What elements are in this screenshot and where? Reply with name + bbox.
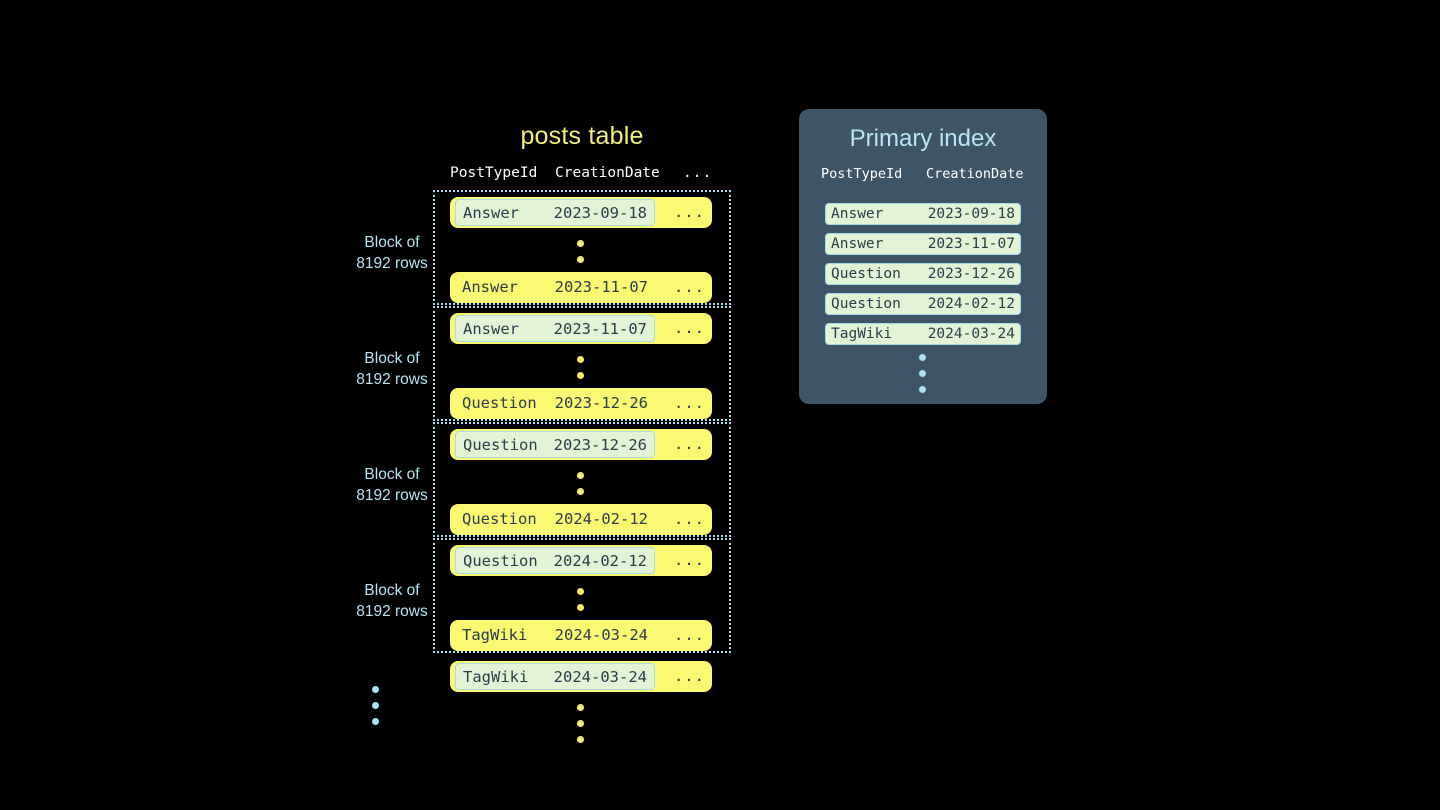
table-block-2 <box>433 306 731 421</box>
cell-creationdate: 2023-11-07 <box>553 320 647 338</box>
table-block-4 <box>433 538 731 653</box>
block-label-2: Block of 8192 rows <box>356 350 428 388</box>
cell-posttypeid: TagWiki <box>463 668 529 686</box>
index-column-header-creationdate: CreationDate <box>926 166 1024 182</box>
index-cell-posttypeid: Answer <box>831 236 884 252</box>
column-header-creationdate: CreationDate <box>555 165 660 181</box>
primary-index-column-headers: PostTypeId CreationDate <box>821 166 1031 186</box>
index-column-header-posttypeid: PostTypeId <box>821 166 903 182</box>
block-label-1: Block of 8192 rows <box>356 234 428 272</box>
cell-posttypeid: Answer <box>462 278 518 296</box>
index-row: TagWiki 2024-03-24 <box>825 323 1021 345</box>
cell-ellipsis: ... <box>674 626 705 644</box>
index-cell-creationdate: 2023-09-18 <box>927 206 1015 222</box>
index-row: Question 2024-02-12 <box>825 293 1021 315</box>
cell-posttypeid: Answer <box>463 320 519 338</box>
table-row-trailing: TagWiki 2024-03-24 ... <box>450 661 712 692</box>
row-highlight-box: Question 2024-02-12 <box>455 547 655 574</box>
table-block-3 <box>433 422 731 537</box>
index-cell-creationdate: 2024-02-12 <box>927 296 1015 312</box>
cell-posttypeid: Question <box>463 436 538 454</box>
row-cells: Question 2023-12-26 <box>455 390 655 417</box>
primary-index-panel: Primary index PostTypeId CreationDate An… <box>799 109 1047 404</box>
cell-posttypeid: Question <box>462 394 537 412</box>
row-cells: Answer 2023-11-07 <box>455 274 655 301</box>
index-cell-creationdate: 2023-12-26 <box>927 266 1015 282</box>
index-cell-posttypeid: TagWiki <box>831 326 893 342</box>
cell-posttypeid: Question <box>463 552 538 570</box>
cell-creationdate: 2024-02-12 <box>553 552 647 570</box>
index-cell-posttypeid: Question <box>831 266 901 282</box>
index-cell-creationdate: 2023-11-07 <box>927 236 1015 252</box>
column-header-ellipsis: ... <box>683 165 713 181</box>
row-highlight-box: Question 2023-12-26 <box>455 431 655 458</box>
cell-ellipsis: ... <box>674 667 705 685</box>
table-row: Question 2023-12-26 ... <box>450 388 712 419</box>
table-row: TagWiki 2024-03-24 ... <box>450 620 712 651</box>
row-highlight-box: Answer 2023-09-18 <box>455 199 655 226</box>
column-header-posttypeid: PostTypeId <box>450 165 538 181</box>
block-label-3: Block of 8192 rows <box>356 466 428 504</box>
table-row: Question 2023-12-26 ... <box>450 429 712 460</box>
posts-table-column-headers: PostTypeId CreationDate ... <box>450 165 732 185</box>
cell-creationdate: 2023-09-18 <box>553 204 647 222</box>
cell-ellipsis: ... <box>674 551 705 569</box>
row-highlight-box: TagWiki 2024-03-24 <box>455 663 655 690</box>
cell-posttypeid: TagWiki <box>462 626 528 644</box>
cell-ellipsis: ... <box>674 278 705 296</box>
table-row: Answer 2023-11-07 ... <box>450 272 712 303</box>
index-row: Answer 2023-11-07 <box>825 233 1021 255</box>
row-highlight-box: Answer 2023-11-07 <box>455 315 655 342</box>
block-label-4: Block of 8192 rows <box>356 582 428 620</box>
table-row: Question 2024-02-12 ... <box>450 545 712 576</box>
blocks-continuation-dots <box>372 686 380 734</box>
row-cells: TagWiki 2024-03-24 <box>455 622 655 649</box>
table-row: Answer 2023-11-07 ... <box>450 313 712 344</box>
index-continuation-dots <box>919 354 927 402</box>
table-row: Answer 2023-09-18 ... <box>450 197 712 228</box>
index-cell-posttypeid: Question <box>831 296 901 312</box>
cell-creationdate: 2024-03-24 <box>554 626 648 644</box>
posts-table-title: posts table <box>520 122 644 150</box>
cell-creationdate: 2023-12-26 <box>553 436 647 454</box>
table-block-1 <box>433 190 731 305</box>
cell-ellipsis: ... <box>674 203 705 221</box>
index-row: Answer 2023-09-18 <box>825 203 1021 225</box>
index-cell-creationdate: 2024-03-24 <box>927 326 1015 342</box>
index-cell-posttypeid: Answer <box>831 206 884 222</box>
table-continuation-dots <box>577 704 585 752</box>
cell-creationdate: 2023-11-07 <box>554 278 648 296</box>
index-row: Question 2023-12-26 <box>825 263 1021 285</box>
cell-posttypeid: Answer <box>463 204 519 222</box>
cell-creationdate: 2023-12-26 <box>554 394 648 412</box>
cell-ellipsis: ... <box>674 394 705 412</box>
cell-ellipsis: ... <box>674 435 705 453</box>
primary-index-title: Primary index <box>849 125 997 152</box>
cell-creationdate: 2024-02-12 <box>554 510 648 528</box>
posts-table-diagram: posts table PostTypeId CreationDate ... … <box>300 110 760 750</box>
row-cells: Question 2024-02-12 <box>455 506 655 533</box>
cell-posttypeid: Question <box>462 510 537 528</box>
cell-ellipsis: ... <box>674 510 705 528</box>
cell-creationdate: 2024-03-24 <box>553 668 647 686</box>
cell-ellipsis: ... <box>674 319 705 337</box>
table-row: Question 2024-02-12 ... <box>450 504 712 535</box>
